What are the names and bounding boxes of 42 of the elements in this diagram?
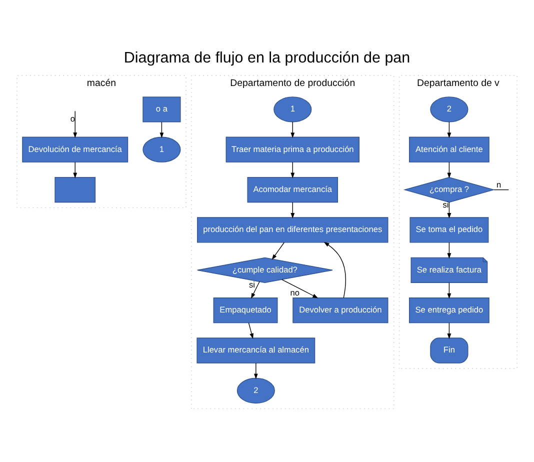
arrow bbox=[447, 122, 452, 138]
node-diamond: ¿cumple calidad? bbox=[197, 257, 333, 283]
node-box: Atención al cliente bbox=[409, 136, 490, 162]
node-box: Traer materia prima a producción bbox=[226, 136, 360, 162]
node-box: Llevar mercancía al almacén bbox=[196, 338, 316, 364]
arrow bbox=[248, 322, 254, 340]
diagram-title: Diagrama de flujo en la producción de pan bbox=[124, 50, 410, 67]
node-box: Se toma el pedido bbox=[410, 217, 489, 243]
arrow bbox=[73, 110, 78, 138]
arrow bbox=[272, 242, 285, 260]
node-box: Devolver a producción bbox=[292, 298, 388, 324]
node-box: Empaquetado bbox=[213, 298, 278, 324]
node-box: Fin bbox=[430, 338, 468, 364]
arrow bbox=[447, 322, 452, 340]
arrow bbox=[290, 202, 295, 219]
arrow bbox=[250, 281, 260, 299]
node-box: Devolución de mercancía bbox=[22, 136, 128, 162]
arrow bbox=[447, 282, 452, 299]
arrow bbox=[282, 279, 318, 298]
node-diamond: ¿compra ? bbox=[403, 176, 496, 203]
connector bbox=[494, 189, 509, 190]
arrow bbox=[324, 242, 346, 298]
edge-label: n bbox=[496, 179, 502, 190]
node-box: o a bbox=[142, 96, 181, 122]
node-box: Se entrega pedido bbox=[409, 298, 490, 324]
edge-label: o bbox=[70, 114, 75, 124]
arrow bbox=[290, 122, 295, 138]
node-ellipse: 1 bbox=[142, 136, 181, 162]
node-ellipse: 2 bbox=[430, 96, 468, 122]
node-box bbox=[54, 176, 96, 203]
arrow bbox=[290, 162, 295, 178]
arrow bbox=[447, 242, 452, 259]
node-box: producción del pan en diferentes presentaciones bbox=[197, 217, 388, 243]
arrow bbox=[447, 202, 452, 219]
arrow bbox=[73, 162, 78, 178]
edge-label: no bbox=[290, 287, 300, 298]
node-box: Acomodar mercancía bbox=[247, 176, 338, 203]
arrow bbox=[447, 162, 452, 178]
node-ellipse: 1 bbox=[274, 96, 312, 122]
node-ellipse: 2 bbox=[236, 378, 275, 404]
arrow bbox=[160, 122, 164, 138]
arrow bbox=[254, 362, 258, 380]
